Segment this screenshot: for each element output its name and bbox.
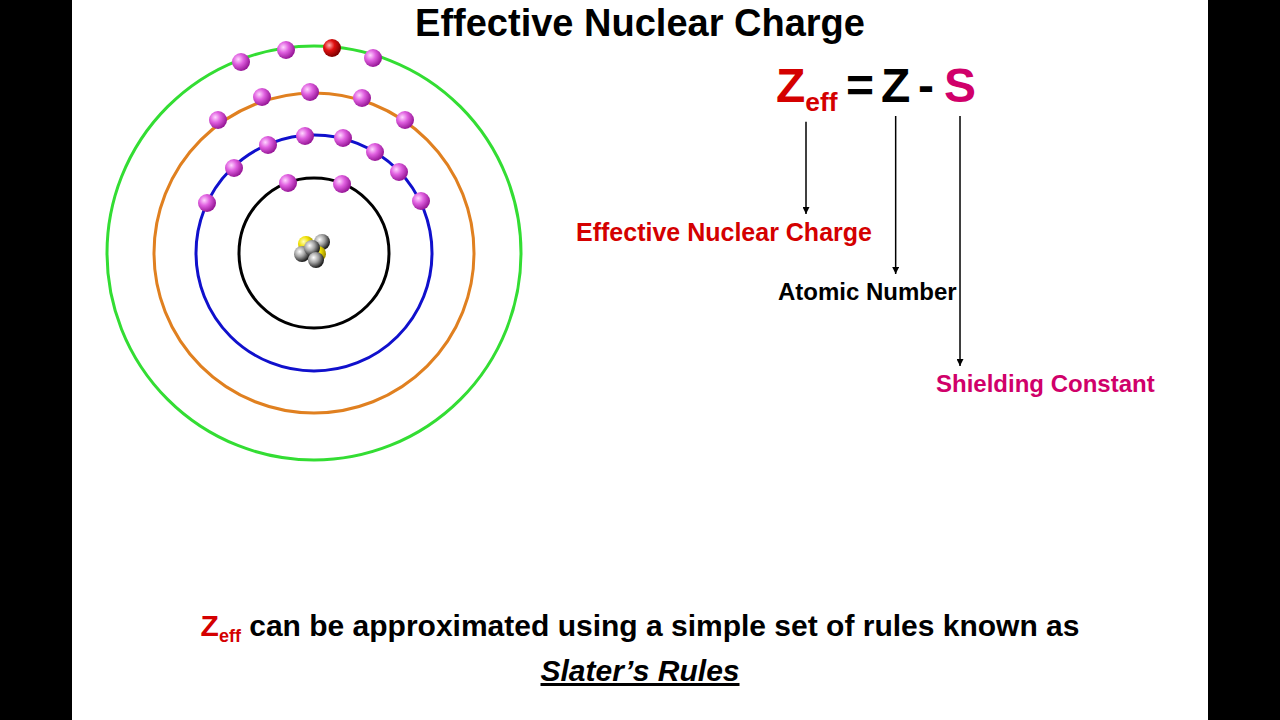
term-label: Effective Nuclear Charge <box>576 220 872 245</box>
caption-line: Slater’s Rules <box>0 654 1280 688</box>
pointer-arrow <box>959 116 961 366</box>
caption-text: can be approximated using a simple set o… <box>249 609 1079 642</box>
term-label: Atomic Number <box>778 280 957 304</box>
text: Z <box>776 59 805 112</box>
shell-ring <box>107 46 521 460</box>
shell-ring <box>239 178 389 328</box>
text: Effective Nuclear Charge <box>576 218 872 246</box>
subscript: eff <box>219 626 241 646</box>
term-label: Shielding Constant <box>936 372 1155 396</box>
shell-ring <box>196 135 432 371</box>
nucleus <box>294 234 330 268</box>
formula-symbol: S <box>944 62 976 110</box>
formula-symbol: Zeff <box>776 62 838 116</box>
formula-symbol: Z <box>201 609 219 642</box>
caption-line: Zeff can be approximated using a simple … <box>0 608 1280 648</box>
shell-ring <box>154 93 474 413</box>
formula-operator: - <box>918 62 934 110</box>
pointer-arrow <box>895 116 897 274</box>
electrons <box>198 39 430 212</box>
formula-symbol: Z <box>881 62 910 110</box>
text: Shielding Constant <box>936 370 1155 397</box>
text: S <box>944 59 976 112</box>
pointer-arrow <box>805 122 807 214</box>
rule-name: Slater’s Rules <box>541 654 740 687</box>
text: Atomic Number <box>778 278 957 305</box>
subscript: eff <box>805 87 837 117</box>
formula-operator: = <box>846 62 874 110</box>
text: Z <box>881 59 910 112</box>
slide-title: Effective Nuclear Charge <box>0 2 1280 45</box>
